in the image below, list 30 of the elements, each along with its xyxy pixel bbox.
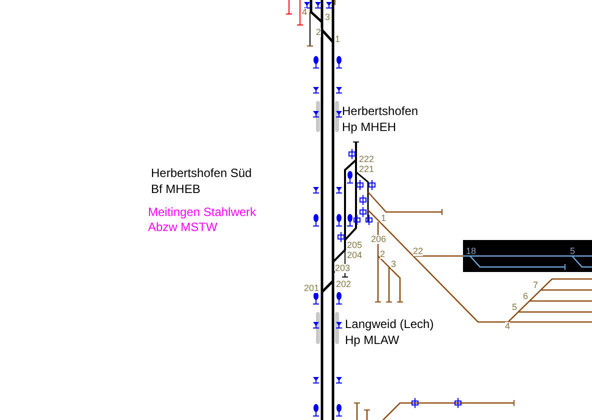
track-number: 204 <box>347 251 362 260</box>
station-name: Langweid (Lech) <box>345 318 434 330</box>
track-number: 7 <box>533 281 538 290</box>
track-number: 202 <box>336 280 352 289</box>
track-number: 18 <box>466 247 476 256</box>
track-number: 205 <box>347 241 362 250</box>
track-number: 6 <box>523 292 528 301</box>
station-code: Hp MHEH <box>342 121 396 133</box>
station-code: Hp MLAW <box>345 334 400 346</box>
station-code: Bf MHEB <box>151 183 200 195</box>
station-name: Herbertshofen <box>342 105 418 117</box>
track-number: 206 <box>371 235 386 244</box>
junction-name: Meitingen Stahlwerk <box>148 206 256 218</box>
track-number: 201 <box>304 284 320 293</box>
track-number: 4 <box>302 8 308 17</box>
track-number: 2 <box>380 250 386 259</box>
junction-code: Abzw MSTW <box>148 221 218 233</box>
station-name: Herbertshofen Süd <box>151 167 252 179</box>
track-number: 221 <box>359 165 374 174</box>
track-number: 1 <box>335 35 340 44</box>
track-number: 3 <box>391 260 396 269</box>
track-number: 22 <box>413 247 424 256</box>
track-number: 2 <box>316 28 322 37</box>
track-number: 5 <box>512 303 518 312</box>
track-number: 5 <box>570 247 576 256</box>
track-number: 203 <box>335 264 350 273</box>
track-number: 222 <box>359 155 374 164</box>
track-number: 1 <box>381 214 386 223</box>
track-number: 3 <box>325 13 330 22</box>
track-number: 4 <box>505 322 510 331</box>
